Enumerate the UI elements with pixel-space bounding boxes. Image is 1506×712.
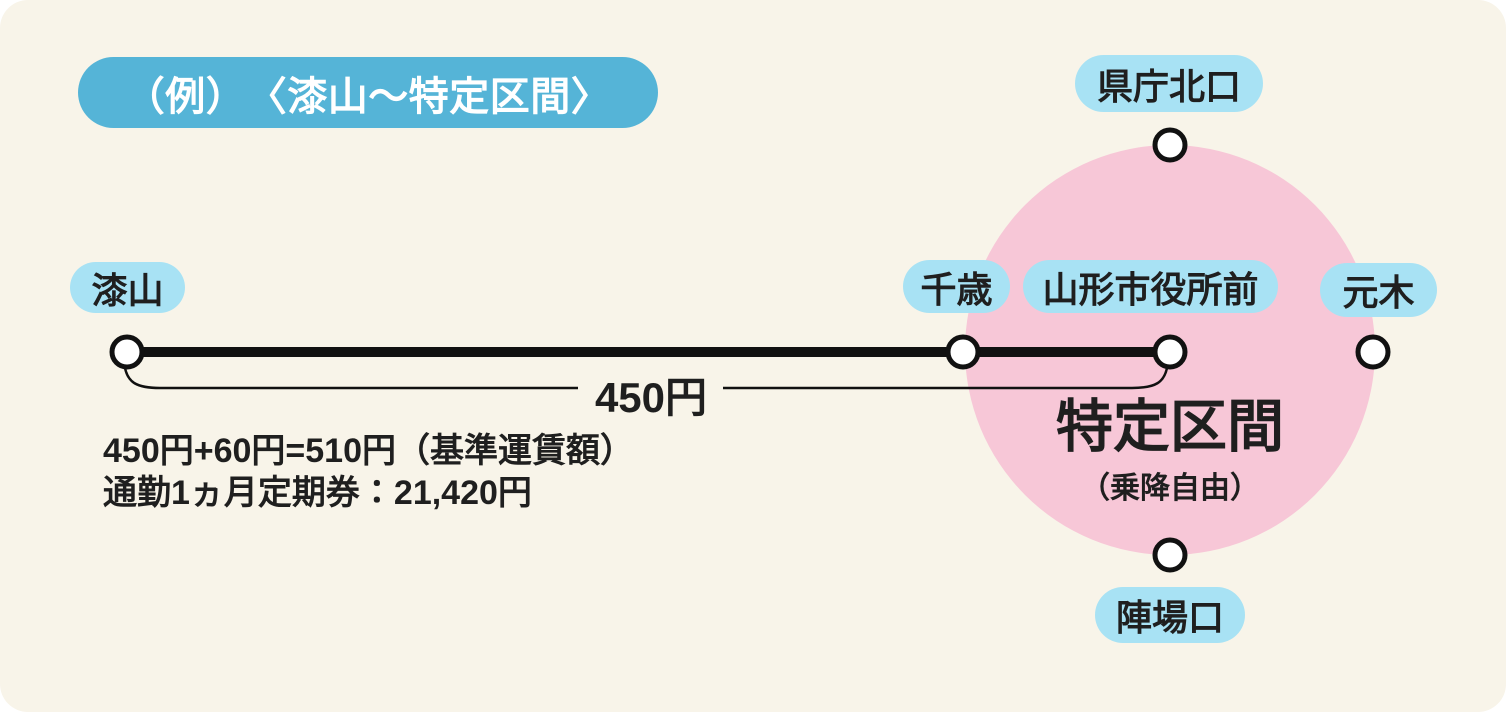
fare-bracket-left [123,367,578,390]
station-label-motoki: 元木 [1320,263,1437,317]
segment-fare-label: 450円 [594,374,708,421]
stop-marker-urushiyama [109,334,145,370]
special-zone-note: （乗降自由） [1080,471,1260,505]
stop-marker-motoki [1355,334,1391,370]
special-zone-label: 特定区間 （乗降自由） [1020,396,1320,507]
commuter-pass-line: 通勤1ヵ月定期券：21,420円 [103,474,532,512]
station-label-jinbaguchi: 陣場口 [1095,587,1245,643]
example-title-badge: （例） 〈漆山～特定区間〉 [78,57,658,128]
stop-marker-jinbaguchi [1152,537,1188,573]
special-zone-name: 特定区間 [1056,395,1284,459]
stop-marker-yamagata-shiyakushomae [1152,334,1188,370]
stop-marker-kencho-kitaguchi [1152,127,1188,163]
fare-calc-line: 450円+60円=510円（基準運賃額） [103,432,634,470]
fare-calculation-note: 450円+60円=510円（基準運賃額） 通勤1ヵ月定期券：21,420円 [103,430,634,514]
station-label-urushiyama: 漆山 [70,262,185,313]
station-label-kencho-kitaguchi: 県庁北口 [1075,55,1263,112]
station-label-yamagata-shiyakushomae: 山形市役所前 [1023,260,1278,313]
fare-bracket-right [723,367,1169,390]
station-label-chitose: 千歳 [903,260,1010,313]
stop-marker-chitose [945,334,981,370]
